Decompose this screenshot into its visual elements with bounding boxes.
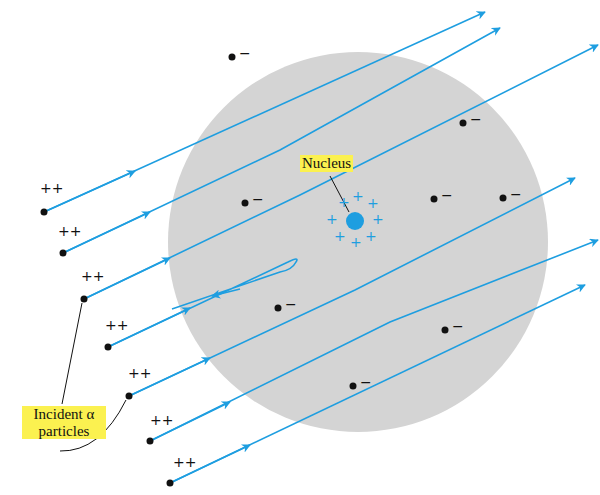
electron-charge: − — [510, 187, 522, 202]
nucleus-charge: + — [365, 229, 377, 244]
alpha-charge: ++ — [173, 455, 196, 470]
electron-charge: − — [441, 188, 453, 203]
electron-charge: − — [452, 319, 464, 334]
nucleus-charge: + — [326, 212, 338, 227]
electron-charge: − — [360, 375, 372, 390]
nucleus-dot — [346, 212, 364, 230]
electron-charge: − — [252, 192, 264, 207]
nucleus-charge: + — [352, 189, 364, 204]
alpha-charge: ++ — [150, 413, 173, 428]
alpha-charge: ++ — [81, 269, 104, 284]
electrons — [229, 54, 507, 390]
electron-charge: − — [239, 46, 251, 61]
nucleus-charge: + — [334, 229, 346, 244]
alpha-charge: ++ — [40, 181, 63, 196]
alpha-charge: ++ — [58, 224, 81, 239]
atom-region — [168, 52, 548, 432]
nucleus-label: Nucleus — [300, 155, 353, 172]
alpha-charge: ++ — [128, 366, 151, 381]
nucleus-charge: + — [367, 196, 379, 211]
nucleus-charge: + — [372, 212, 384, 227]
electron-charge: − — [470, 112, 482, 127]
nucleus-charge: + — [338, 195, 350, 210]
electron-charge: − — [285, 297, 297, 312]
alpha-charge: ++ — [105, 318, 128, 333]
nucleus-charge: + — [350, 235, 362, 250]
alpha-trajectories — [44, 12, 598, 483]
alpha-particles — [41, 209, 174, 487]
alpha-label: Incident α particles — [22, 406, 106, 439]
